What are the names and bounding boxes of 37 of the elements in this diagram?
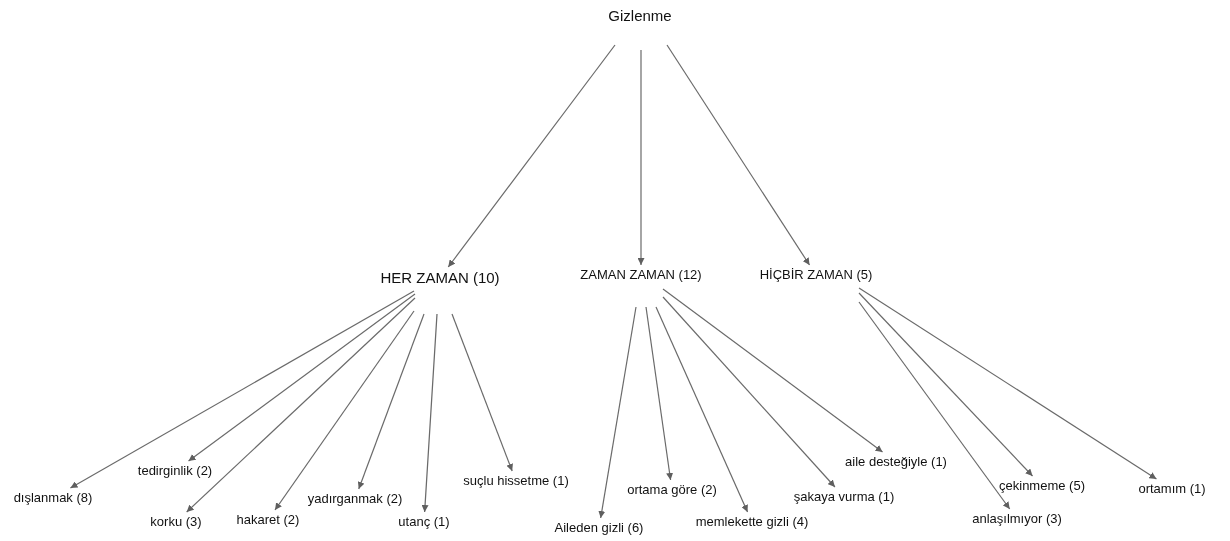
arrow xyxy=(666,44,811,266)
node-label: hakaret (2) xyxy=(236,512,300,528)
arrow xyxy=(187,293,416,462)
node-label: Aileden gizli (6) xyxy=(554,520,644,536)
arrow xyxy=(662,296,836,488)
arrow xyxy=(645,306,674,481)
arrow xyxy=(858,287,1158,480)
arrow xyxy=(858,292,1034,477)
arrow xyxy=(451,313,513,472)
arrow xyxy=(858,301,1011,510)
arrow xyxy=(598,306,637,519)
arrow xyxy=(186,297,416,513)
node-label: çekinmeme (5) xyxy=(999,478,1085,494)
arrow xyxy=(447,44,616,268)
arrow xyxy=(69,290,415,489)
node-label: Gizlenme xyxy=(608,7,672,25)
node-label: anlaşılmıyor (3) xyxy=(972,511,1062,527)
arrow xyxy=(357,313,425,490)
node-label: utanç (1) xyxy=(398,514,450,530)
node-label: memlekette gizli (4) xyxy=(695,514,809,530)
node-label: HİÇBİR ZAMAN (5) xyxy=(759,267,873,283)
node-label: HER ZAMAN (10) xyxy=(380,269,500,287)
node-label: tedirginlik (2) xyxy=(137,463,213,479)
arrow xyxy=(637,49,645,266)
node-label: ortama göre (2) xyxy=(627,482,717,498)
node-label: yadırganmak (2) xyxy=(307,491,403,507)
arrow xyxy=(655,306,749,513)
node-label: ZAMAN ZAMAN (12) xyxy=(580,267,702,283)
arrow xyxy=(274,310,415,511)
arrow xyxy=(421,313,438,513)
node-label: korku (3) xyxy=(150,514,202,530)
node-label: ortamım (1) xyxy=(1138,481,1206,497)
node-label: şakaya vurma (1) xyxy=(793,489,895,505)
node-label: suçlu hissetme (1) xyxy=(463,473,569,489)
node-label: dışlanmak (8) xyxy=(13,490,93,506)
node-label: aile desteğiyle (1) xyxy=(845,454,947,470)
arrow xyxy=(662,288,884,453)
